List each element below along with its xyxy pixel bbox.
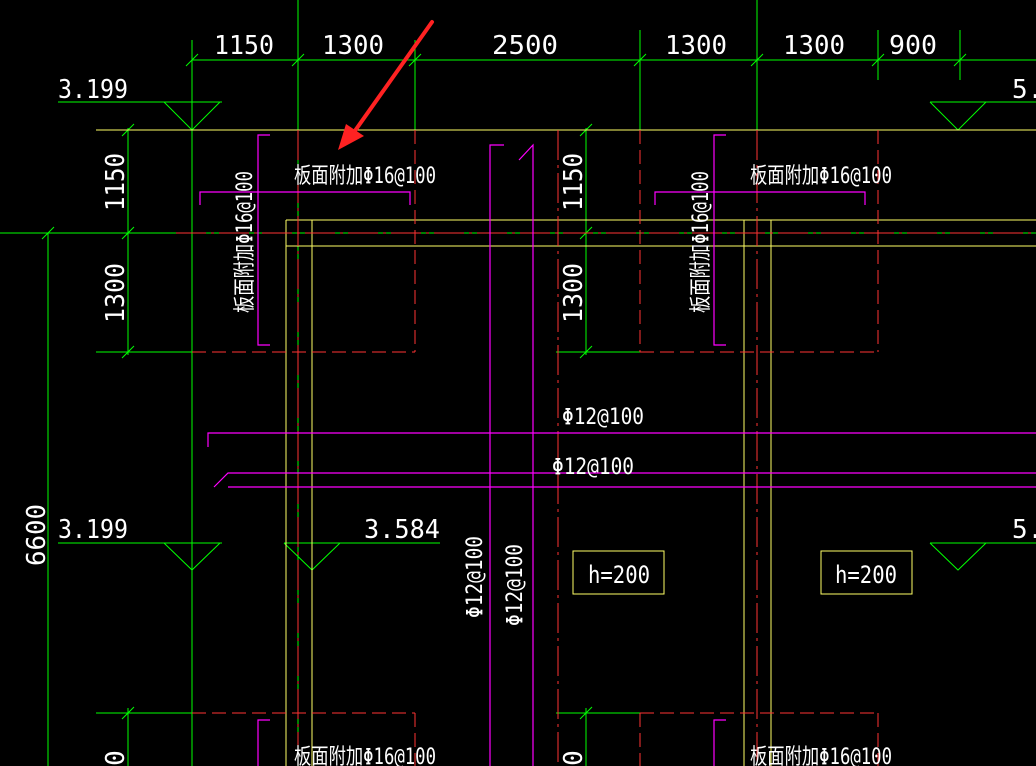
dim-text-lower-mid-stub: 0 xyxy=(559,750,589,766)
dim-text-1300-top-a: 1300 xyxy=(322,31,384,61)
elevation-top-left: 3.199 xyxy=(58,75,128,105)
dim-text-1300-top-c: 1300 xyxy=(783,31,845,61)
slab-thickness-right: h=200 xyxy=(835,561,897,589)
dim-text-6600-left: 6600 xyxy=(22,504,52,566)
elevation-mid-left: 3.199 xyxy=(58,515,128,545)
dim-text-2500-top: 2500 xyxy=(492,31,558,61)
rebar-label-bottom-right: 板面附加Φ16@100 xyxy=(750,745,892,766)
rebar-label-beam-v1: Φ12@100 xyxy=(463,536,488,618)
rebar-label-vertical-left: 板面附加Φ16@100 xyxy=(233,171,258,313)
elevation-top-right: 5. xyxy=(1012,75,1036,105)
rebar-label-beam-h2: Φ12@100 xyxy=(552,455,634,480)
rebar-label-horizontal-right: 板面附加Φ16@100 xyxy=(750,164,892,189)
magenta-rebar-lines xyxy=(199,134,1036,766)
dim-text-1150-left: 1150 xyxy=(101,153,131,211)
slab-thickness-left: h=200 xyxy=(588,561,650,589)
rebar-label-beam-v2: Φ12@100 xyxy=(503,544,528,626)
elevation-mid-center: 3.584 xyxy=(364,515,440,545)
rebar-label-bottom-left: 板面附加Φ16@100 xyxy=(294,745,436,766)
rebar-label-vertical-right: 板面附加Φ16@100 xyxy=(689,171,714,313)
dim-text-1150-top: 1150 xyxy=(214,31,274,61)
slab-thickness-box-right xyxy=(820,550,913,595)
dim-text-lower-left-stub: 0 xyxy=(101,750,131,766)
dim-text-1300-top-b: 1300 xyxy=(665,31,727,61)
red-centerlines xyxy=(176,130,1036,766)
rebar-label-horizontal-left: 板面附加Φ16@100 xyxy=(294,164,436,189)
elevation-mid-right: 5. xyxy=(1012,515,1036,545)
dim-text-1300-left: 1300 xyxy=(101,263,131,323)
red-pointer-arrow xyxy=(338,20,434,150)
yellow-beam-lines xyxy=(96,129,1036,766)
dim-text-1150-mid: 1150 xyxy=(559,153,589,211)
dim-text-900-top: 900 xyxy=(889,31,937,61)
slab-thickness-box-left xyxy=(572,550,665,595)
rebar-label-beam-h1: Φ12@100 xyxy=(562,405,644,430)
dim-text-1300-mid: 1300 xyxy=(559,263,589,323)
red-dashed-lines xyxy=(192,130,879,766)
